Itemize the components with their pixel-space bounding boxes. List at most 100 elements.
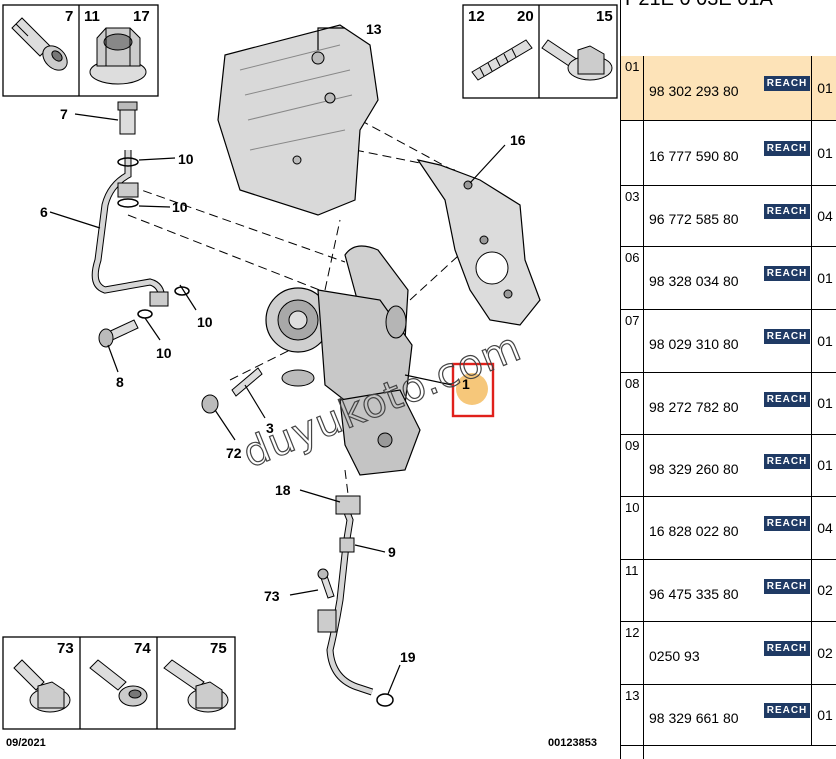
parts-row-quantity: 04: [811, 497, 836, 559]
parts-row-reference: 98 029 310 80: [649, 336, 739, 352]
parts-row-reference: 98 328 034 80: [649, 273, 739, 289]
parts-row-reference: 96 475 335 80: [649, 586, 739, 602]
thumb-label-73: 73: [57, 640, 74, 657]
callout-10-lower: 10: [156, 345, 172, 361]
callout-72: 72: [226, 445, 242, 461]
thumb-label-11: 11: [84, 8, 100, 25]
stud-3: [231, 367, 263, 397]
parts-row-quantity: 01: [811, 247, 836, 309]
parts-row-quantity: 02: [811, 622, 836, 684]
reach-badge: REACH: [764, 329, 810, 344]
bolt-8: [98, 319, 139, 348]
callout-10-upper: 10: [178, 151, 194, 167]
reach-badge: REACH: [764, 266, 810, 281]
parts-list-code: P21E 0 03E 01A: [625, 0, 773, 11]
reach-badge: REACH: [764, 392, 810, 407]
parts-row-index: 10: [625, 500, 640, 515]
parts-row-quantity: 01: [811, 685, 836, 745]
parts-row-reference: 98 329 260 80: [649, 461, 739, 477]
parts-row-reference: 16 777 590 80: [649, 148, 739, 164]
parts-row-index: 07: [625, 313, 640, 328]
callout-6: 6: [40, 204, 48, 220]
parts-row-quantity: 01: [811, 310, 836, 372]
oil-feed-pipe-6: [91, 101, 190, 319]
callout-19: 19: [400, 649, 416, 665]
thumbnail-box-top-left: 7 11 17: [2, 4, 159, 97]
callout-8: 8: [116, 374, 124, 390]
thumb-label-7: 7: [65, 8, 73, 25]
reach-badge: REACH: [764, 204, 810, 219]
thumbnail-box-bottom-left: 73 74 75: [2, 636, 236, 730]
parts-row-index: 01: [625, 59, 640, 74]
reach-badge: REACH: [764, 641, 810, 656]
callout-16: 16: [510, 132, 526, 148]
parts-row-index: 11: [625, 563, 639, 578]
parts-row-reference: 96 772 585 80: [649, 211, 739, 227]
parts-row-index: 13: [625, 688, 640, 703]
callout-73: 73: [264, 588, 280, 604]
diagram-date: 09/2021: [6, 737, 46, 749]
reach-badge: REACH: [764, 76, 810, 91]
parts-row-index: 08: [625, 376, 640, 391]
heat-shield-13: [217, 24, 379, 216]
parts-row-reference: 0250 93: [649, 648, 700, 664]
callout-3: 3: [266, 420, 274, 436]
parts-row-quantity: 04: [811, 186, 836, 246]
highlight-frame: [451, 362, 495, 418]
callout-10-middle: 10: [172, 199, 188, 215]
parts-row-reference: 98 302 293 80: [649, 83, 739, 99]
callout-10-right: 10: [197, 314, 213, 330]
flange-nut-icon: [89, 27, 147, 85]
parts-row-index: 03: [625, 189, 640, 204]
parts-row-quantity: 01: [811, 56, 836, 120]
o-ring-19: [376, 693, 394, 707]
nut-72: [201, 394, 219, 414]
parts-row-reference: 98 329 661 80: [649, 710, 739, 726]
thumb-label-15: 15: [596, 8, 613, 25]
parts-row-index: 06: [625, 250, 640, 265]
socket-screw-icon: [11, 17, 68, 71]
exploded-parts-diagram: 7 11 17 12 20 15: [2, 4, 618, 749]
parts-row-index: 12: [625, 625, 640, 640]
bolt-73: [317, 568, 335, 599]
hex-bolt-icon: [13, 659, 71, 713]
highlight-badge: [456, 373, 488, 405]
parts-row-quantity: 02: [811, 560, 836, 621]
thumbnail-box-top-right: 12 20 15: [462, 4, 618, 99]
parts-row-quantity: 01: [811, 373, 836, 434]
callout-1: 1: [462, 376, 470, 392]
flange-bolt-icon: [541, 39, 613, 81]
parts-row-reference: 16 828 022 80: [649, 523, 739, 539]
thumb-label-75: 75: [210, 640, 227, 657]
parts-row-index: 09: [625, 438, 640, 453]
parts-list-header: P21E 0 03E 01A: [621, 0, 836, 57]
parts-row-quantity: 01: [811, 121, 836, 185]
highlighted-callout-1: 1: [451, 362, 495, 418]
reach-badge: REACH: [764, 703, 810, 718]
turbocharger-1: [265, 245, 421, 476]
reach-badge: REACH: [764, 141, 810, 156]
leader-lines: [49, 27, 506, 695]
reach-badge: REACH: [764, 516, 810, 531]
thumb-label-12: 12: [468, 8, 485, 25]
index-column-divider: [643, 56, 644, 759]
flange-bolt-long-icon: [163, 659, 229, 713]
stud-icon: [471, 39, 533, 81]
callout-9: 9: [388, 544, 396, 560]
callout-18: 18: [275, 482, 291, 498]
oil-return-pipe-9: [317, 495, 374, 696]
callout-7: 7: [60, 106, 68, 122]
parts-row-reference: 98 272 782 80: [649, 399, 739, 415]
